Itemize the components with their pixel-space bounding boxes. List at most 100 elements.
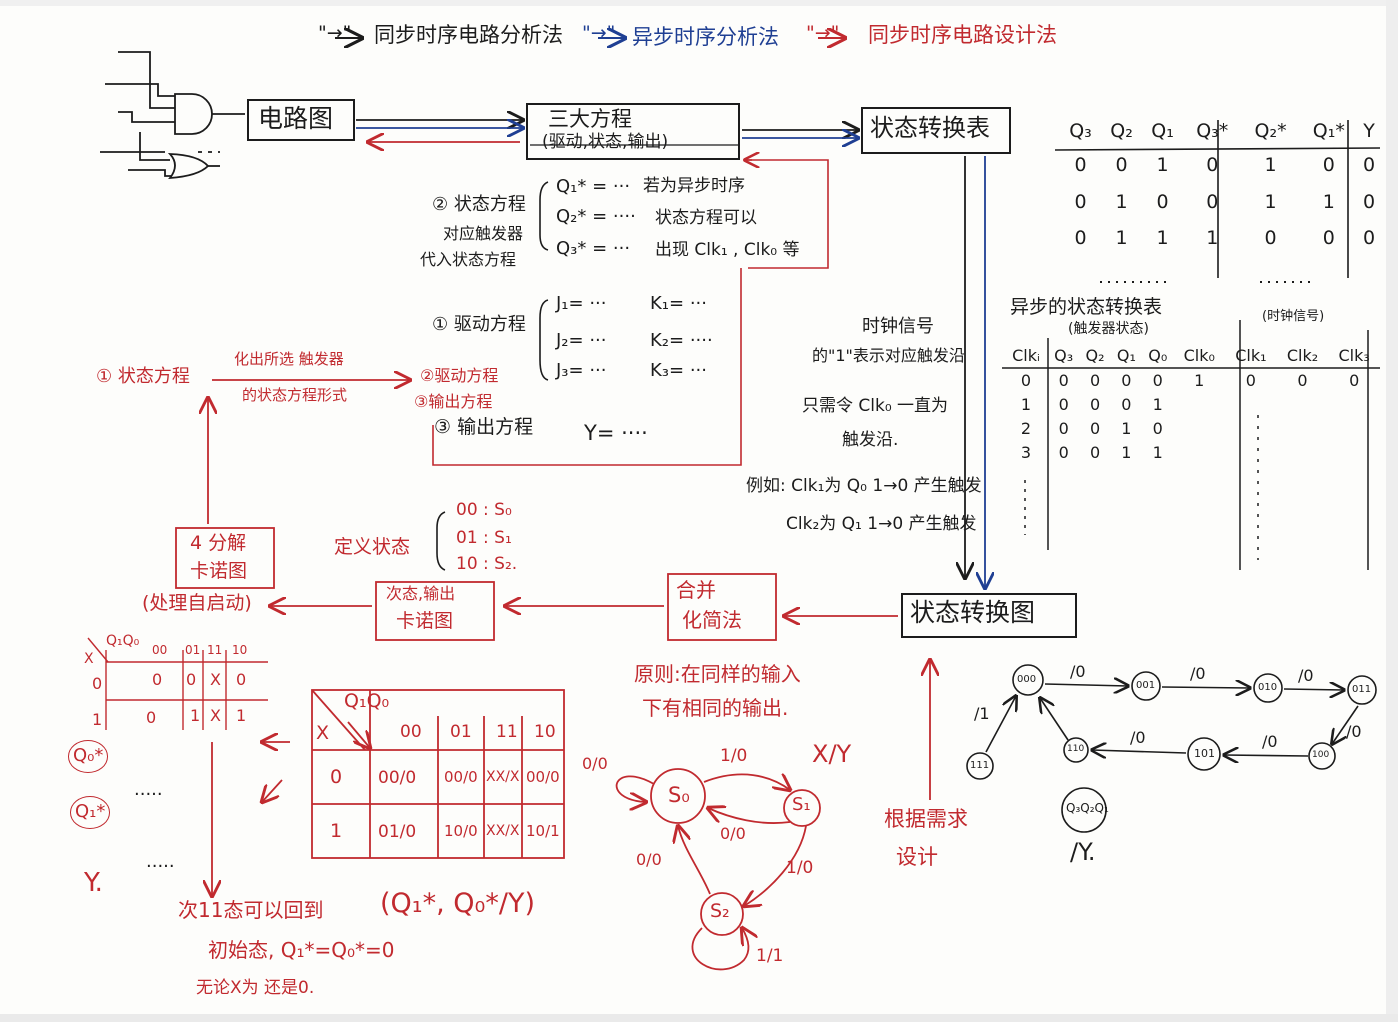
- bottom-note-line1: 次11态可以回到: [178, 898, 324, 922]
- define-state-s1: 01 : S₁: [456, 528, 512, 548]
- small-kmap-col-01: 01: [185, 643, 201, 657]
- merge-box-line2: 化简法: [682, 608, 742, 632]
- small-kmap-col-00: 00: [152, 643, 168, 657]
- legend-design-label: 同步时序电路设计法: [868, 23, 1057, 47]
- table-row: 3 0 0 1 1: [1004, 440, 1380, 464]
- merge-box-line1: 合并: [676, 578, 716, 602]
- table-cell: [1225, 416, 1277, 440]
- header-cell: Q₃: [1069, 120, 1092, 142]
- counter-edge-label: /1: [974, 704, 990, 723]
- table-row: 2 0 0 1 0: [1004, 416, 1380, 440]
- table-cell: 0: [1152, 418, 1163, 438]
- small-kmap-cell: 0: [146, 708, 157, 727]
- table-cell: 0: [1058, 370, 1069, 390]
- table-cell: 1: [1264, 191, 1277, 213]
- table-cell: 1: [1206, 227, 1219, 249]
- small-kmap-col-11: 11: [207, 643, 223, 657]
- fsm-xy-label: X/Y: [812, 740, 852, 768]
- three-equations-title: 三大方程: [548, 107, 632, 131]
- decompose-box-line2: 卡诺图: [190, 560, 248, 582]
- self-start-note: (处理自启动): [142, 592, 252, 614]
- y-output-label: Y.: [84, 868, 103, 898]
- eq-j3: J₃= ···: [556, 360, 607, 381]
- big-kmap-cell: 00/0: [526, 768, 560, 786]
- table-row: 0 1 1 1 0 0 0: [1060, 220, 1380, 256]
- header-cell: Clk₀: [1183, 345, 1215, 365]
- fsm-edge-s2-s0: 0/0: [636, 850, 662, 869]
- table-cell: 1: [1121, 418, 1132, 438]
- table-cell: 0: [1264, 227, 1277, 249]
- table-to-diagram-arrows: [965, 156, 985, 588]
- fsm-graph-lines: [615, 768, 821, 971]
- counter-edge-label: /0: [1346, 722, 1362, 741]
- table-cell: 1: [1121, 442, 1132, 462]
- clock-note-1: 时钟信号: [862, 316, 934, 337]
- big-kmap-cell: 10/0: [444, 822, 478, 840]
- async-table-title: 异步的状态转换表: [1010, 296, 1163, 318]
- table-cell: 2: [1020, 418, 1032, 438]
- table-cell: 0: [1121, 370, 1132, 390]
- small-kmap-row1-x: 1: [92, 710, 103, 729]
- counter-state-001: 001: [1136, 680, 1156, 691]
- fsm-edge-self-s0: 0/0: [582, 754, 608, 773]
- table-cell: 0: [1020, 370, 1032, 390]
- logic-gates-sketch: [100, 51, 245, 180]
- state-note-1: 对应触发器: [443, 224, 524, 243]
- small-kmap-col-10: 10: [232, 643, 248, 657]
- legend-sync-arrow: "→": [318, 22, 352, 44]
- table-cell: 1: [1152, 394, 1163, 414]
- bottom-note-line3: 无论X为 还是0.: [196, 978, 315, 998]
- scan-edge-top: [0, 0, 1398, 6]
- box-outlines: [247, 99, 1077, 638]
- big-kmap-cell: 00/0: [444, 768, 478, 786]
- table-cell: [1173, 440, 1225, 464]
- header-cell: Q₂: [1085, 345, 1105, 365]
- design-note-line2: 设计: [896, 845, 938, 869]
- big-kmap-cell: XX/X: [486, 823, 520, 839]
- fsm-edge-s0-s1: 1/0: [720, 746, 748, 766]
- red-box-outlines: [175, 527, 777, 641]
- eq-q2: Q₂* = ····: [556, 206, 636, 227]
- async-table-subtitle: (触发器状态): [1068, 321, 1149, 337]
- counter-edge-label: /0: [1070, 662, 1086, 681]
- table-row: 0 0 1 0 1 0 0: [1060, 146, 1380, 184]
- small-kmap-cell: 1: [236, 706, 247, 725]
- counter-state-111: 111: [970, 760, 990, 771]
- red-output-equation: ③输出方程: [414, 392, 493, 411]
- table-cell: [1225, 392, 1277, 416]
- counter-state-010: 010: [1258, 682, 1278, 693]
- table-cell: 0: [1152, 370, 1163, 390]
- big-kmap-legend: (Q₁*, Q₀*/Y): [380, 888, 535, 919]
- header-cell: Q₃: [1054, 345, 1074, 365]
- table-cell: 0: [1089, 418, 1101, 438]
- table-cell: 0: [1245, 370, 1256, 390]
- table-cell: 0: [1089, 394, 1101, 414]
- async-note-2: 状态方程可以: [655, 208, 757, 228]
- small-kmap-cell: X: [210, 670, 221, 689]
- table-cell: 1: [1264, 154, 1277, 176]
- small-kmap-cell: 1: [190, 706, 201, 725]
- table-cell: [1328, 392, 1380, 416]
- async-state-table: Clkᵢ Q₃ Q₂ Q₁ Q₀ Clk₀ Clk₁ Clk₂ Clk₃ 0 0…: [1004, 342, 1380, 464]
- q0-next-circled: Q₀*: [68, 740, 109, 773]
- state-diagram-box-label: 状态转换图: [910, 598, 1036, 627]
- eq-q3: Q₃* = ···: [556, 238, 631, 259]
- big-kmap-cell: 10/1: [526, 822, 560, 840]
- output-equation-label: ③ 输出方程: [434, 416, 534, 438]
- principle-line1: 原则:在同样的输入: [634, 662, 801, 686]
- table-cell: 0: [1058, 442, 1069, 462]
- eq-j2: J₂= ···: [556, 330, 607, 351]
- red-state-equation: ① 状态方程: [96, 366, 190, 387]
- small-kmap-cell: X: [210, 706, 221, 725]
- counter-state-101: 101: [1194, 747, 1215, 760]
- async-note-3: 出现 Clk₁ , Clk₀ 等: [655, 240, 800, 260]
- legend-sync-label: 同步时序电路分析法: [374, 23, 563, 47]
- counter-legend-output: /Y.: [1070, 838, 1096, 866]
- eq-output: Y= ····: [584, 421, 648, 445]
- table-cell: 0: [1206, 191, 1219, 213]
- state-table-lines: [1054, 120, 1381, 278]
- big-kmap-grid: [311, 689, 565, 859]
- drive-equation-label: ① 驱动方程: [432, 314, 526, 335]
- small-kmap-corner: Q₁Q₀: [106, 633, 140, 649]
